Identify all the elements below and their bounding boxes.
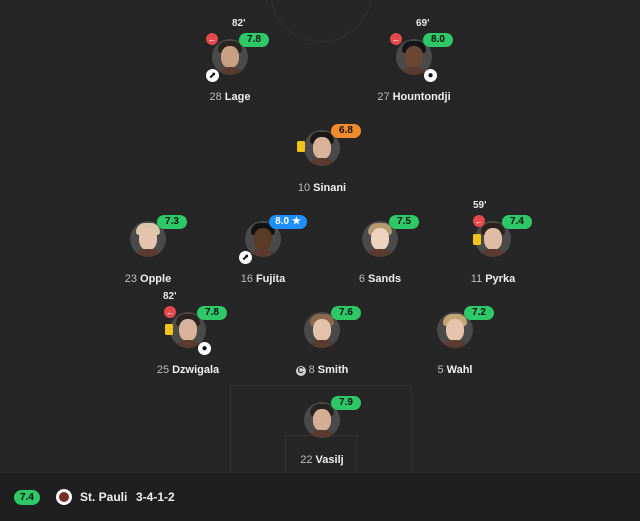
team-name[interactable]: St. Pauli [80,490,128,504]
avatar [362,221,398,257]
team-footer: 7.4 St. Pauli 3-4-1-2 [0,472,640,521]
sub-off-icon: ← [206,33,218,45]
team-crest-icon [56,489,72,505]
player-name-label: Smith [317,364,349,376]
avatar [437,312,473,348]
player-name-label: Wahl [446,364,473,376]
boot-icon: ⬈ [206,69,219,82]
sub-off-icon: ← [164,306,176,318]
rating-badge: 7.2 [464,306,494,320]
rating-badge: 7.8 [239,33,269,47]
player-name-label: Sinani [313,182,347,194]
avatar [396,39,432,75]
player-name-label: Fujita [255,273,286,285]
shirt-number: 6 [358,273,366,285]
rating-badge: 7.4 [502,215,532,229]
sub-time: 82' [163,291,177,302]
shirt-number: 25 [156,364,170,376]
player-name-label: Hountondji [392,91,451,103]
sub-time: 69' [416,18,430,29]
ball-icon: ● [424,69,437,82]
rating-badge: 8.0 [423,33,453,47]
shirt-number: 10 [297,182,311,194]
rating-badge: 7.3 [157,215,187,229]
sub-off-icon: ← [390,33,402,45]
shirt-number: 27 [377,91,390,103]
player-name-label: Sands [368,273,402,285]
boot-icon: ⬈ [239,251,252,264]
player-name-label: Dzwigala [172,364,220,376]
team-rating-badge: 7.4 [14,490,40,505]
sub-time: 82' [232,18,246,29]
yellow-card-icon [165,324,173,335]
avatar [475,221,511,257]
yellow-card-icon [473,234,481,245]
rating-badge: 7.8 [197,306,227,320]
player-name-label: Vasilj [315,454,344,466]
player-name-label: Pyrka [485,273,516,285]
yellow-card-icon [297,141,305,152]
rating-badge: 8.0 ★ [269,215,307,229]
penalty-box [230,385,412,472]
player-name-label: Lage [224,91,251,103]
shirt-number: 16 [240,273,253,285]
shirt-number: 28 [209,91,222,103]
player-name-label: Opple [140,273,172,285]
rating-badge: 7.6 [331,306,361,320]
shirt-number: 22 [300,454,313,466]
shirt-number: 23 [124,273,138,285]
rating-badge: 7.5 [389,215,419,229]
shirt-number: 5 [437,364,444,376]
formation-label: 3-4-1-2 [136,490,175,504]
ball-icon: ● [198,342,211,355]
shirt-number: 11 [470,273,483,285]
sub-off-icon: ← [473,215,485,227]
sub-time: 59' [473,200,487,211]
shirt-number: 8 [308,364,315,376]
captain-icon: C [295,366,306,376]
rating-badge: 7.9 [331,396,361,410]
rating-badge: 6.8 [331,124,361,138]
centre-circle [270,0,372,42]
